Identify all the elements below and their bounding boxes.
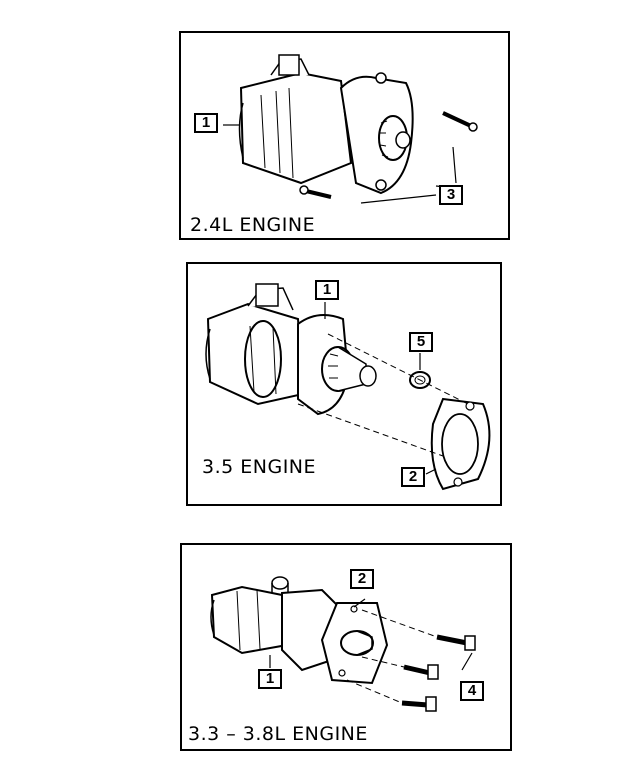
diagram-panel-3-5-engine: 1 5 2 3.5 ENGINE [186, 262, 502, 506]
part-callout-2: 2 [401, 467, 425, 487]
part-callout-3: 3 [439, 185, 463, 205]
panel-title: 3.3 – 3.8L ENGINE [188, 723, 368, 745]
diagram-panel-3-3-3-8l-engine: 2 1 4 3.3 – 3.8L ENGINE [180, 543, 512, 751]
part-callout-1: 1 [258, 669, 282, 689]
part-callout-5: 5 [409, 332, 433, 352]
part-callout-1: 1 [194, 113, 218, 133]
starter-motor-illustration [205, 283, 491, 491]
panel-title: 2.4L ENGINE [190, 214, 316, 236]
panel-title: 3.5 ENGINE [202, 456, 317, 478]
starter-motor-illustration [223, 54, 478, 204]
part-callout-1: 1 [315, 280, 339, 300]
part-callout-2: 2 [350, 569, 374, 589]
starter-motor-illustration [210, 576, 476, 712]
part-callout-4: 4 [460, 681, 484, 701]
diagram-panel-2-4l-engine: 1 3 2.4L ENGINE [179, 31, 510, 240]
